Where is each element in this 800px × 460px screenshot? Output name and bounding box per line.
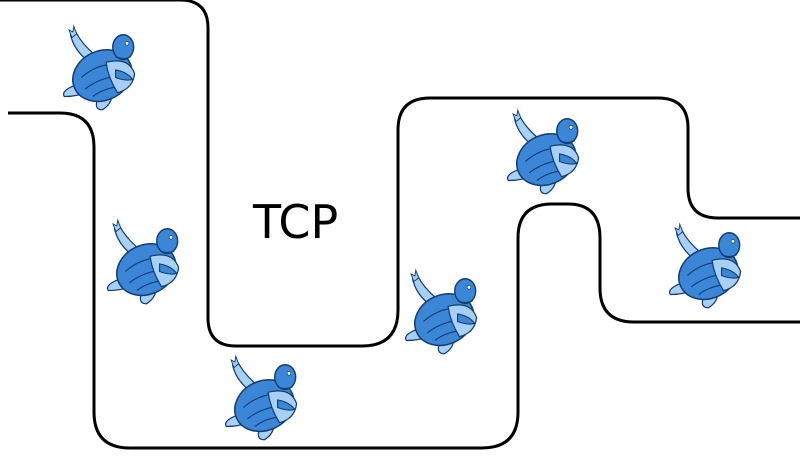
turtle-icon xyxy=(106,219,186,306)
turtle-icon xyxy=(62,25,142,112)
turtle-icon xyxy=(668,223,748,310)
turtle-icon xyxy=(404,269,484,356)
tcp-label: TCP xyxy=(252,195,338,249)
turtle-icon xyxy=(506,109,586,196)
lower-tube-wall xyxy=(8,111,800,450)
upper-tube-wall xyxy=(0,0,800,348)
turtle-icon xyxy=(224,355,304,442)
